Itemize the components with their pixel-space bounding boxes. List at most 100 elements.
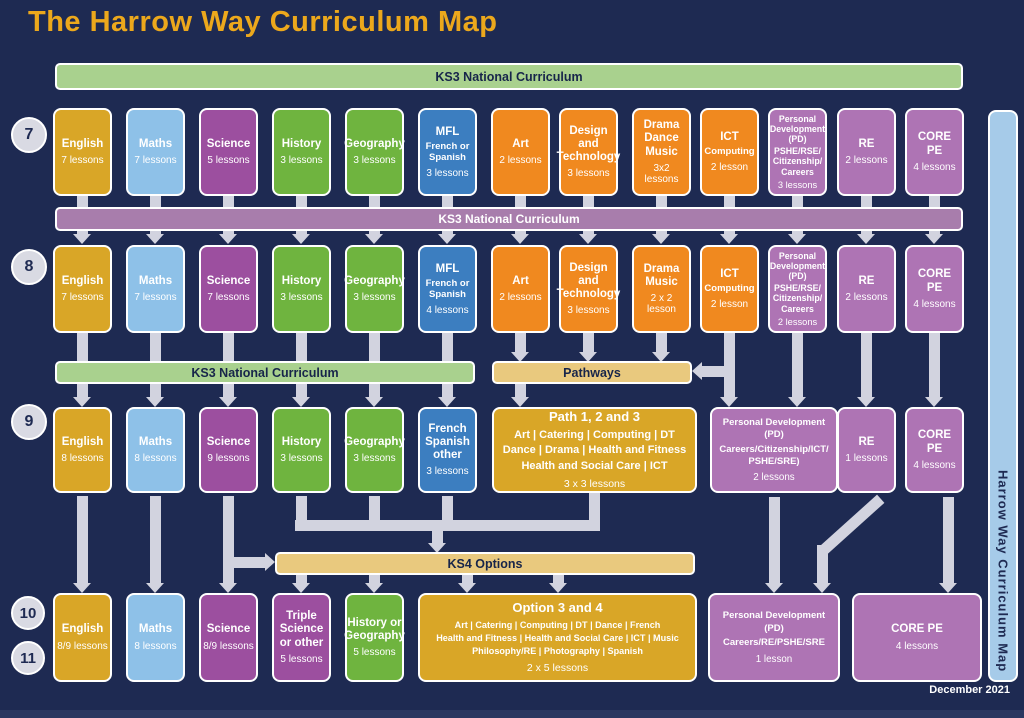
box-title: History bbox=[281, 274, 322, 287]
box-title: French Spanish other bbox=[425, 422, 470, 462]
box-year10-11-personal-development: Personal Development (PD)Careers/RE/PSHE… bbox=[708, 593, 840, 682]
box-lessons-count: 9 lessons bbox=[207, 453, 250, 465]
box-subtitle: French or Spanish bbox=[425, 277, 470, 301]
year-circle-8: 8 bbox=[11, 249, 47, 285]
arrowhead-down-icon bbox=[146, 234, 164, 244]
box-lessons-count: 2 lessons bbox=[753, 472, 795, 484]
box-lessons-count: 2 lessons bbox=[499, 292, 542, 304]
box-title: History bbox=[281, 435, 322, 448]
arrowhead-down-icon bbox=[292, 583, 310, 593]
box-lessons-count: 2 lessons bbox=[499, 155, 542, 167]
banner-pathways: Pathways bbox=[492, 361, 692, 384]
box-year8-design-and-technology: Design and Technology 3 lessons bbox=[556, 245, 621, 333]
box-lessons-count: 2 lessons bbox=[777, 317, 818, 328]
year-circle-10: 10 bbox=[11, 596, 45, 630]
box-lessons-count: 3 lessons bbox=[426, 167, 469, 179]
arrowhead-down-icon bbox=[511, 234, 529, 244]
box-lessons-count: 2 lessons bbox=[845, 292, 888, 304]
banner-ks3-national-curriculum-top: KS3 National Curriculum bbox=[55, 63, 963, 90]
footer-date: December 2021 bbox=[929, 684, 1010, 696]
arrowhead-down-icon bbox=[857, 397, 875, 407]
box-title: Drama Dance Music bbox=[643, 119, 680, 158]
box-title: Triple Science or other bbox=[279, 610, 324, 649]
banner-ks4-options: KS4 Options bbox=[275, 552, 695, 575]
box-lessons-count: 3 lessons bbox=[280, 292, 323, 304]
arrowhead-down-icon bbox=[652, 352, 670, 362]
connector-line bbox=[442, 496, 453, 528]
box-lessons-count: 3 lessons bbox=[567, 305, 610, 317]
arrowhead-down-icon bbox=[438, 397, 456, 407]
box-title: Personal Development (PD) bbox=[769, 113, 826, 144]
box-title: Drama Music bbox=[643, 262, 680, 288]
box-title: Design and Technology bbox=[556, 124, 621, 164]
box-lessons-count: 2 x 2 lesson bbox=[647, 293, 676, 316]
box-subtitle: French or Spanish bbox=[425, 140, 470, 164]
box-lessons-count: 3 lessons bbox=[353, 453, 396, 465]
year-circle-label: 8 bbox=[24, 258, 34, 275]
arrowhead-down-icon bbox=[720, 234, 738, 244]
connector-line bbox=[553, 575, 564, 584]
box-course-list: Art | Catering | Computing | DT Dance | … bbox=[502, 428, 687, 472]
connector-line bbox=[77, 496, 88, 583]
arrowhead-down-icon bbox=[579, 234, 597, 244]
box-lessons-count: 5 lessons bbox=[207, 155, 250, 167]
connector-line bbox=[817, 545, 828, 583]
side-banner-label: Harrow Way Curriculum Map bbox=[995, 469, 1011, 672]
box-subtitle: PSHE/RSE/ Citizenship/ Careers bbox=[772, 282, 823, 314]
box-lessons-count: 7 lessons bbox=[207, 292, 250, 304]
connector-line bbox=[943, 497, 954, 583]
box-year8-drama-music: Drama Music 2 x 2 lesson bbox=[632, 245, 691, 333]
box-title: Science bbox=[206, 623, 251, 636]
connector-line bbox=[929, 333, 940, 397]
connector-line bbox=[432, 529, 443, 544]
arrowhead-down-icon bbox=[652, 234, 670, 244]
box-lessons-count: 8 lessons bbox=[134, 453, 177, 465]
box-lessons-count: 1 lessons bbox=[845, 453, 888, 465]
box-title: RE bbox=[858, 137, 875, 150]
year-circle-label: 9 bbox=[24, 413, 34, 430]
arrowhead-down-icon bbox=[788, 234, 806, 244]
box-title: RE bbox=[858, 274, 875, 287]
box-subtitle: Careers/RE/PSHE/SRE bbox=[723, 637, 825, 649]
box-subtitle: Computing bbox=[704, 283, 755, 295]
arrowhead-down-icon bbox=[788, 397, 806, 407]
box-lessons-count: 2 x 5 lessons bbox=[526, 661, 589, 674]
connector-line bbox=[369, 496, 380, 528]
box-title: Science bbox=[206, 435, 251, 448]
connector-line bbox=[515, 333, 526, 353]
box-title: ICT bbox=[720, 131, 739, 144]
box-lessons-count: 8 lessons bbox=[61, 453, 104, 465]
connector-line bbox=[656, 333, 667, 353]
box-lessons-count: 3 lessons bbox=[777, 180, 818, 191]
box-lessons-count: 3 x 3 lessons bbox=[563, 478, 626, 491]
year-circle-11: 11 bbox=[11, 641, 45, 675]
page-title: The Harrow Way Curriculum Map bbox=[28, 6, 498, 38]
box-title: English bbox=[61, 435, 104, 448]
box-lessons-count: 4 lessons bbox=[913, 459, 956, 471]
connector-line bbox=[589, 493, 600, 527]
box-lessons-count: 4 lessons bbox=[913, 298, 956, 310]
box-year7-personal-development: Personal Development (PD)PSHE/RSE/ Citiz… bbox=[768, 108, 827, 196]
box-lessons-count: 2 lesson bbox=[710, 298, 749, 310]
arrowhead-down-icon bbox=[292, 234, 310, 244]
connector-line bbox=[223, 496, 234, 583]
box-title: Design and Technology bbox=[556, 261, 621, 301]
box-title: Geography bbox=[344, 137, 405, 150]
arrowhead-down-icon bbox=[146, 397, 164, 407]
box-lessons-count: 3 lessons bbox=[280, 155, 323, 167]
